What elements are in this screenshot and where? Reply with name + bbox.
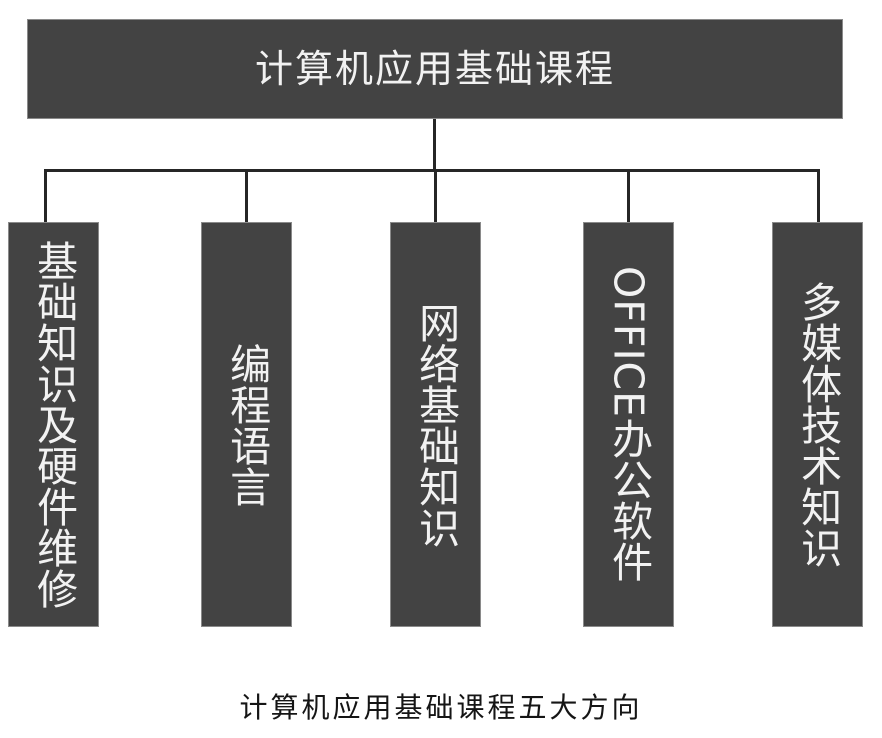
child-node-office-software[interactable]: OFFICE办公软件 <box>583 222 674 627</box>
child-node-4-text: 办公软件 <box>604 418 653 583</box>
child-node-5-text: 多媒体技术知识 <box>793 281 842 568</box>
connector-drop-2 <box>245 169 248 223</box>
root-node-label: 计算机应用基础课程 <box>254 47 615 91</box>
child-node-multimedia-technology[interactable]: 多媒体技术知识 <box>772 222 863 627</box>
child-node-basic-knowledge-hardware-repair[interactable]: 基础知识及硬件维修 <box>8 222 99 627</box>
diagram-caption: 计算机应用基础课程五大方向 <box>239 691 643 724</box>
child-node-2-text: 编程语言 <box>222 342 271 507</box>
child-node-3-label: 网络基础知识 <box>412 302 460 548</box>
child-node-3-text: 网络基础知识 <box>411 301 460 548</box>
child-node-1-label: 基础知识及硬件维修 <box>30 240 78 609</box>
connector-drop-3 <box>434 169 437 223</box>
connector-drop-5 <box>817 169 820 223</box>
connector-root-stem <box>433 119 436 172</box>
child-node-network-fundamentals[interactable]: 网络基础知识 <box>390 222 481 627</box>
child-node-1-text: 基础知识及硬件维修 <box>29 240 78 609</box>
child-node-programming-languages[interactable]: 编程语言 <box>201 222 292 627</box>
child-node-2-label: 编程语言 <box>223 343 271 507</box>
child-node-5-label: 多媒体技术知识 <box>794 281 842 568</box>
root-node-computer-applications-course[interactable]: 计算机应用基础课程 <box>27 19 843 119</box>
child-node-4-latin-prefix: OFFICE <box>604 266 653 419</box>
connector-drop-1 <box>44 169 47 223</box>
child-node-4-label: OFFICE办公软件 <box>605 266 653 582</box>
connector-drop-4 <box>627 169 630 223</box>
connector-horizontal-bus <box>44 169 820 172</box>
